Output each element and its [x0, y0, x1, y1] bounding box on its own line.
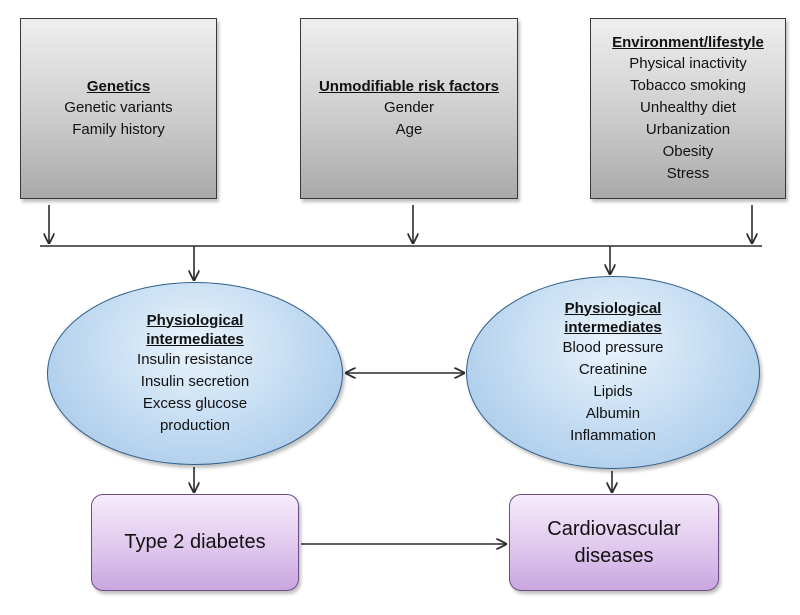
- unmodifiable-item: Age: [395, 120, 423, 138]
- cardiovascular-diseases-box: Cardiovascular diseases: [509, 494, 719, 591]
- cardiovascular-label: diseases: [574, 544, 654, 567]
- physiological-intermediates-cardiovascular: Physiological intermediates Blood pressu…: [466, 276, 760, 469]
- intermediates-right-title: intermediates: [564, 318, 662, 336]
- unmodifiable-risk-box: Unmodifiable risk factors Gender Age: [300, 18, 518, 199]
- type2-diabetes-box: Type 2 diabetes: [91, 494, 299, 591]
- intermediates-left-item: production: [159, 416, 231, 434]
- physiological-intermediates-diabetes: Physiological intermediates Insulin resi…: [47, 282, 343, 465]
- intermediates-left-item: Insulin resistance: [137, 350, 253, 368]
- intermediates-right-item: Lipids: [593, 382, 633, 400]
- environment-lifestyle-box: Environment/lifestyle Physical inactivit…: [590, 18, 786, 199]
- environment-title: Environment/lifestyle: [612, 34, 764, 51]
- environment-item: Unhealthy diet: [640, 99, 736, 116]
- genetics-item: Family history: [72, 120, 165, 138]
- intermediates-left-title: intermediates: [146, 330, 244, 348]
- environment-item: Tobacco smoking: [630, 77, 746, 94]
- environment-item: Obesity: [662, 143, 714, 160]
- intermediates-right-item: Inflammation: [570, 426, 656, 444]
- environment-item: Physical inactivity: [629, 55, 747, 72]
- genetics-item: Genetic variants: [64, 98, 173, 116]
- intermediates-right-item: Albumin: [585, 404, 641, 422]
- environment-item: Stress: [666, 165, 710, 182]
- unmodifiable-title: Unmodifiable risk factors: [318, 77, 500, 95]
- intermediates-left-title: Physiological: [146, 311, 244, 329]
- genetics-title: Genetics: [86, 77, 151, 95]
- type2-diabetes-label: Type 2 diabetes: [124, 531, 266, 553]
- unmodifiable-item: Gender: [383, 98, 435, 116]
- intermediates-right-item: Blood pressure: [562, 338, 664, 356]
- intermediates-left-item: Excess glucose: [142, 394, 248, 412]
- cardiovascular-label: Cardiovascular: [547, 517, 681, 540]
- intermediates-right-title: Physiological: [564, 299, 662, 317]
- genetics-box: Genetics Genetic variants Family history: [20, 18, 217, 199]
- intermediates-right-item: Creatinine: [578, 360, 648, 378]
- environment-item: Urbanization: [645, 121, 731, 138]
- intermediates-left-item: Insulin secretion: [140, 372, 250, 390]
